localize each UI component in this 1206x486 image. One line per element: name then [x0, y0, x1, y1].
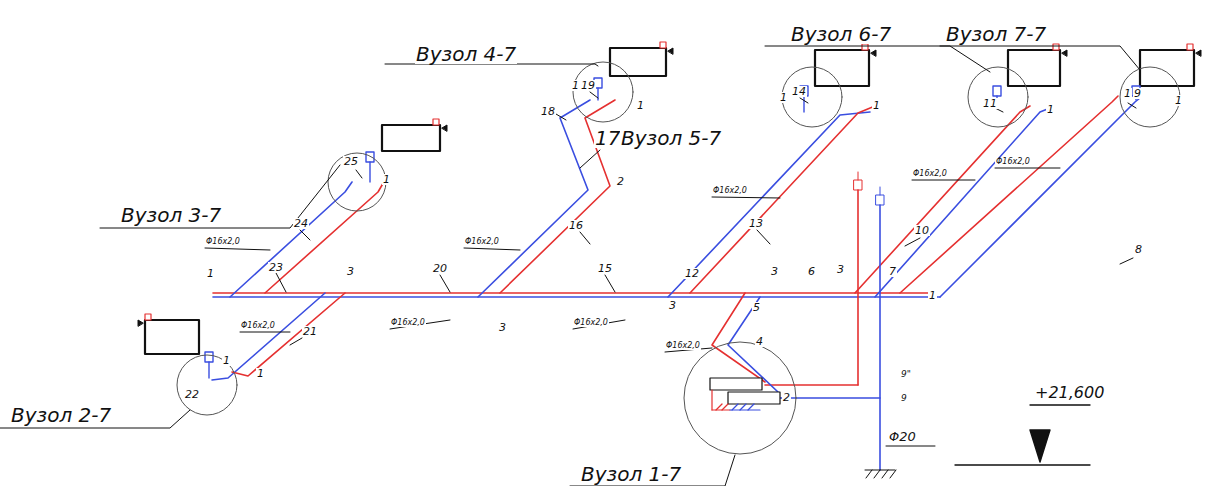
- pipe-size: Φ16x2,0: [464, 238, 500, 246]
- callout-number: 3: [498, 322, 507, 333]
- pipe-size: Φ20: [888, 430, 917, 443]
- callout-number: 10: [914, 225, 930, 236]
- pipe-size: Φ16x2,0: [665, 342, 701, 350]
- callout-number: 12: [684, 268, 700, 279]
- callout-number: 24: [293, 218, 309, 229]
- callout-number: 20: [432, 263, 448, 274]
- callout-number: 1: [872, 100, 881, 111]
- callout-number: 11: [982, 98, 998, 109]
- callout-number: 23: [268, 262, 284, 273]
- pipe-size: Φ16x2,0: [712, 187, 748, 195]
- pipe-size: Φ16x2,0: [240, 322, 276, 330]
- callout-number: 7: [888, 266, 897, 277]
- callout-number: 2: [616, 176, 625, 187]
- callout-number: 22: [184, 389, 200, 400]
- node-label: Вузол 5-7: [620, 128, 722, 148]
- callout-number: 1: [1174, 95, 1183, 106]
- callout-number: 1: [206, 268, 215, 279]
- callout-number: 1: [779, 92, 788, 103]
- callout-number: 1: [1046, 104, 1055, 115]
- callout-number: 17: [594, 128, 621, 148]
- callout-number: 1: [636, 100, 645, 111]
- callout-number: 9: [900, 394, 908, 403]
- node-label: Вузол 7-7: [945, 24, 1047, 44]
- node-label: Вузол 6-7: [790, 24, 892, 44]
- callout-number: 13: [748, 218, 764, 229]
- callout-number: 1: [256, 368, 265, 379]
- callout-number: 16: [568, 220, 584, 231]
- callout-number: 9: [1133, 88, 1142, 99]
- callout-number: 1: [928, 290, 937, 301]
- callout-number: 18: [540, 106, 556, 117]
- node-label: Вузол 3-7: [120, 205, 222, 225]
- callout-number: 4: [755, 336, 764, 347]
- callout-number: 15: [597, 263, 613, 274]
- callout-number: 3: [770, 266, 779, 277]
- pipe-size: Φ16x2,0: [912, 170, 948, 178]
- callout-number: 1: [222, 355, 231, 366]
- callout-number: 1: [1123, 88, 1132, 99]
- callout-number: 3: [346, 266, 355, 277]
- callout-number: 21: [302, 326, 318, 337]
- pipe-size: Φ16x2,0: [573, 319, 609, 327]
- callout-number: 3: [836, 264, 845, 275]
- callout-number: 1: [571, 80, 580, 91]
- callout-number: 3: [668, 300, 677, 311]
- callout-number: 1: [382, 174, 391, 185]
- callout-number: 25: [343, 156, 359, 167]
- callout-number: 19: [580, 80, 596, 91]
- callout-number: 14: [791, 86, 807, 97]
- pipe-size: Φ16x2,0: [205, 238, 241, 246]
- callout-number: 6: [807, 266, 816, 277]
- callout-number: 5: [752, 302, 761, 313]
- node-label: Вузол 2-7: [10, 405, 112, 425]
- pipe-size: Φ16x2,0: [390, 319, 426, 327]
- node-label: Вузол 1-7: [580, 464, 682, 484]
- callout-number: 9": [900, 370, 912, 379]
- callout-number: 8: [1134, 244, 1143, 255]
- pipe-size: Φ16x2,0: [995, 158, 1031, 166]
- callout-number: 2: [782, 392, 791, 403]
- node-label: Вузол 4-7: [415, 44, 517, 64]
- elevation-mark: +21,600: [1034, 385, 1105, 401]
